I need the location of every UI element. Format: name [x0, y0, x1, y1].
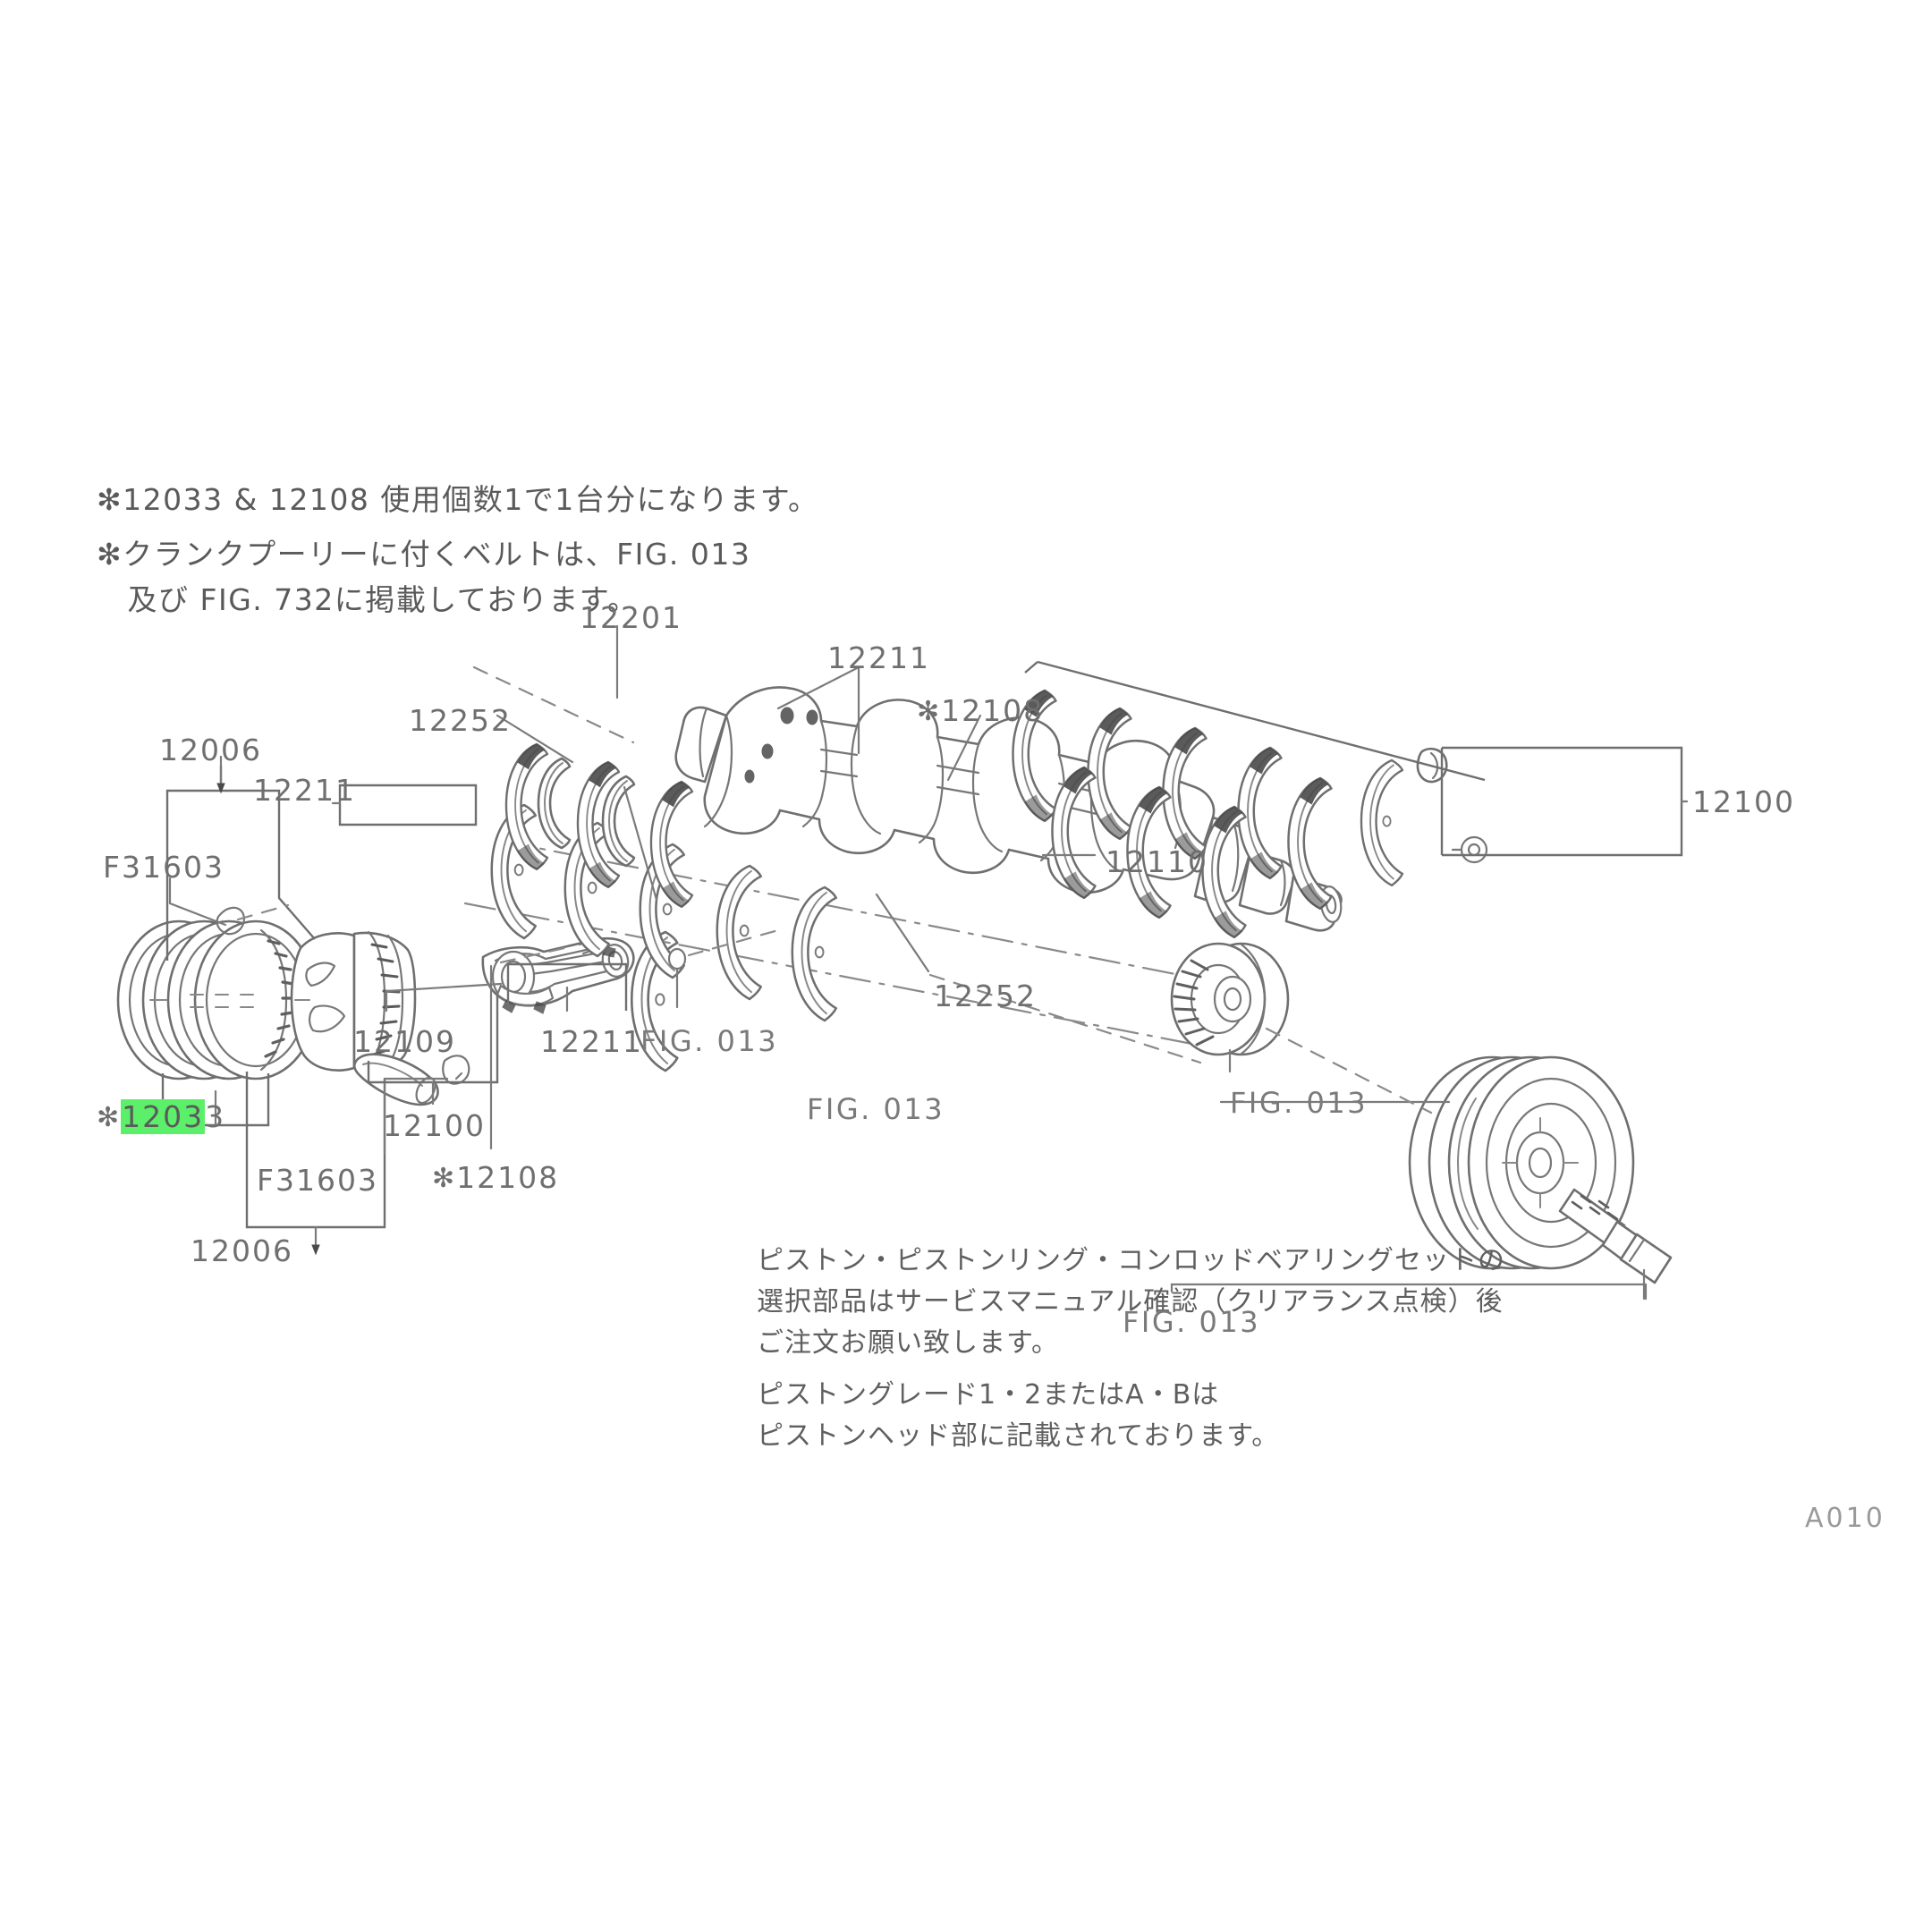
figure-code-watermark: A010: [1805, 1503, 1885, 1534]
asterisk-icon: ✻: [432, 1163, 457, 1194]
callout-label: 12211: [540, 1024, 643, 1059]
callout-label: 12108: [941, 693, 1045, 728]
callout-12211: 12211: [253, 775, 356, 805]
callout-12006: 12006: [191, 1236, 293, 1266]
callout-label: 12033: [121, 1099, 226, 1134]
callout-label: F31603: [103, 850, 225, 885]
callout-label: 12100: [383, 1108, 486, 1143]
callout-12252: 12252: [409, 706, 512, 735]
note-line-1: ✻12033 & 12108 使用個数1で1台分になります。: [97, 482, 819, 517]
callout-label: 12211: [253, 773, 356, 808]
callout-f31603: F31603: [257, 1165, 378, 1195]
callout-label: 12006: [191, 1233, 293, 1268]
callout-fig013: FIG. 013: [1230, 1089, 1368, 1117]
asterisk-icon: ✻: [917, 696, 942, 727]
callout-label: FIG. 013: [640, 1024, 779, 1058]
callout-12108: ✻12108: [917, 696, 1044, 725]
callout-label: 12252: [409, 703, 512, 738]
callout-12033: ✻12033: [97, 1099, 226, 1134]
footnote-line-4: ピストングレード1・2またはA・Bは: [757, 1379, 1220, 1411]
callout-f31603: F31603: [103, 852, 225, 882]
asterisk-icon: ✻: [97, 1102, 122, 1133]
callout-12006: 12006: [159, 735, 262, 765]
callout-label: 12252: [934, 979, 1037, 1013]
callout-label: 12211: [827, 640, 930, 675]
callout-label: 12201: [580, 600, 682, 635]
callout-label: 12110: [1106, 844, 1208, 879]
callout-12100: 12100: [383, 1111, 486, 1140]
callout-12252: 12252: [934, 981, 1037, 1011]
crankshaft-artwork: [463, 686, 1343, 1057]
piston-artwork: [216, 906, 470, 1106]
piston-ring-set-artwork: [116, 919, 318, 1080]
footnote-line-2: 選択部品はサービスマニュアル確認（クリアランス点検）後: [757, 1286, 1504, 1318]
callout-12100: 12100: [1692, 787, 1795, 817]
callout-fig013: FIG. 013: [640, 1027, 778, 1055]
callout-label: 12100: [1692, 784, 1795, 819]
callout-12108: ✻12108: [432, 1163, 559, 1192]
callout-fig013: FIG. 013: [1123, 1308, 1260, 1336]
crank-pulley-bolt-artwork: [1558, 1188, 1673, 1284]
callout-12109: 12109: [353, 1027, 456, 1056]
note-line-3: 及び FIG. 732に掲載しております。: [97, 582, 639, 617]
callout-label: FIG. 013: [1230, 1086, 1368, 1120]
callout-label: FIG. 013: [1123, 1305, 1261, 1339]
crank-sprocket-artwork: [1170, 942, 1290, 1056]
footnote-line-1: ピストン・ピストンリング・コンロッドベアリングセットの: [757, 1245, 1505, 1276]
footnote-line-5: ピストンヘッド部に記載されております。: [757, 1420, 1280, 1452]
footnote-line-3: ご注文お願い致します。: [757, 1327, 1059, 1359]
callout-12211: 12211: [540, 1027, 643, 1056]
callout-12110: 12110: [1106, 847, 1208, 877]
note-line-2: ✻クランクプーリーに付くベルトは、FIG. 013: [97, 537, 751, 572]
callout-label: 12006: [159, 733, 262, 767]
callout-label: 12108: [456, 1160, 560, 1195]
callout-label: 12109: [353, 1024, 456, 1059]
callout-12211: 12211: [827, 643, 930, 673]
piston-pin-artwork: [352, 1053, 439, 1106]
callout-label: FIG. 013: [807, 1092, 945, 1126]
callout-12201: 12201: [580, 603, 682, 632]
callout-fig013: FIG. 013: [807, 1095, 945, 1123]
callout-label: F31603: [257, 1163, 378, 1198]
rod-bearing-right-artwork: [1360, 758, 1404, 887]
